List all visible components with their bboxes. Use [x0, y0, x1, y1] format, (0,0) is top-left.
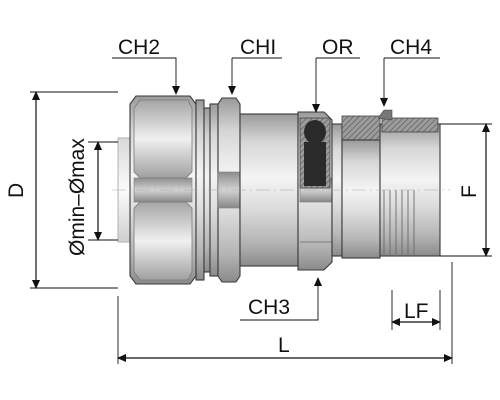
or-arrowhead	[312, 104, 320, 113]
chi-arrowhead	[228, 86, 236, 95]
d-label: D	[5, 183, 28, 198]
o-ring-section	[299, 117, 331, 189]
dimension-annotations	[30, 57, 492, 364]
ch3-label: CH3	[248, 296, 290, 319]
ch4-arrowhead	[380, 98, 388, 107]
lf-label: LF	[404, 300, 429, 323]
chi-hex-nut	[217, 97, 241, 283]
ch4-label: CH4	[390, 36, 432, 59]
ch2-label: CH2	[118, 36, 160, 59]
l-label: L	[278, 334, 290, 357]
f-label: F	[458, 185, 481, 198]
diameter-range-label: Ømin–Ømax	[66, 138, 89, 256]
threaded-connector	[331, 109, 441, 259]
ch2-arrowhead	[172, 86, 180, 95]
fitting-body	[112, 95, 450, 285]
ch3-arrowhead	[314, 277, 322, 286]
or-label: OR	[322, 36, 354, 59]
chi-label: CHI	[240, 36, 276, 59]
